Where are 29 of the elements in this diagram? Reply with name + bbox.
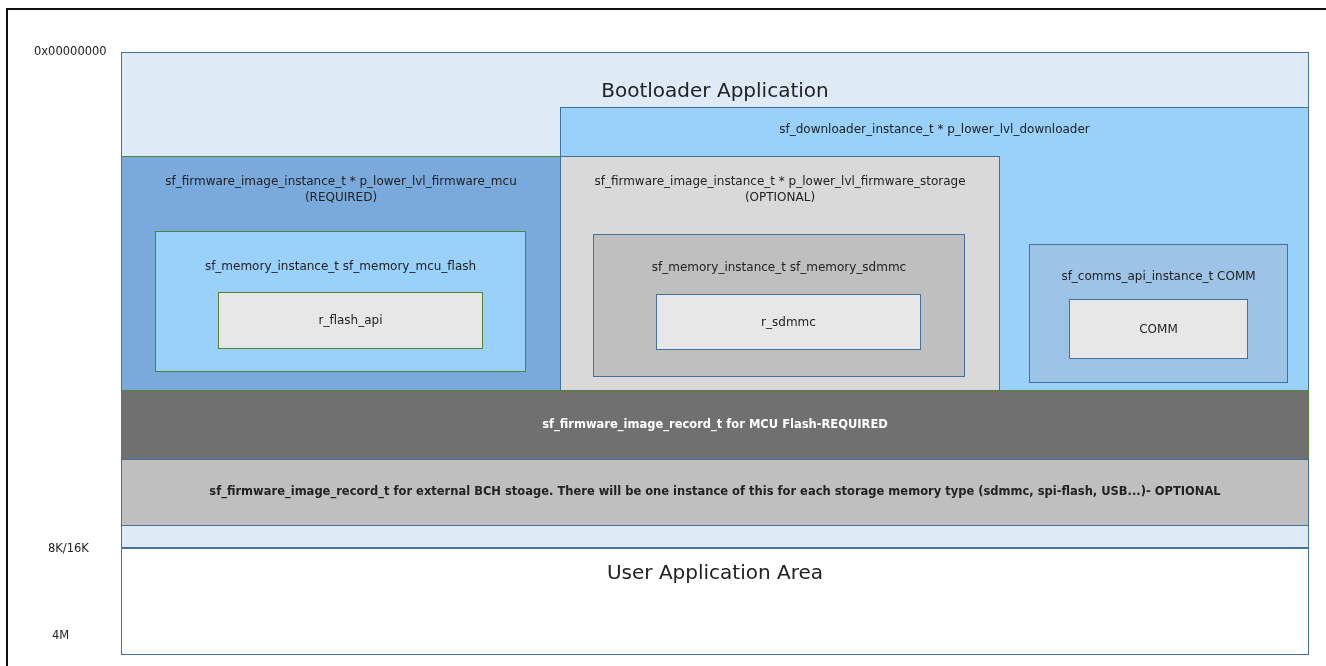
driver-box: [656, 294, 921, 350]
driver-box: [218, 292, 483, 349]
memory-region: [121, 548, 1309, 655]
box-label: COMM: [1138, 322, 1179, 338]
box-label: sf_firmware_image_record_t for MCU Flash-REQUIRED: [541, 417, 889, 432]
box-label: r_flash_api: [317, 313, 384, 329]
module-box: [1029, 244, 1288, 383]
box-label: r_sdmmc: [760, 315, 817, 331]
box-label: sf_comms_api_instance_t COMM: [1060, 269, 1257, 285]
driver-box: [1069, 299, 1248, 359]
memory-region: [121, 52, 1309, 548]
box-label: sf_firmware_image_record_t for external BCH stoage. There will be one instance of this for each storage memory type (sdmmc, spi-flash, USB...)- OPTIONAL: [208, 484, 1222, 499]
box-label: sf_downloader_instance_t * p_lower_lvl_downloader: [778, 122, 1091, 138]
module-box: [560, 156, 1000, 391]
box-label: sf_firmware_image_instance_t * p_lower_lvl_firmware_storage (OPTIONAL): [593, 174, 967, 206]
box-label: sf_firmware_image_instance_t * p_lower_lvl_firmware_mcu (REQUIRED): [164, 174, 518, 206]
address-label: 0x00000000: [34, 44, 107, 58]
module-box: [560, 107, 1309, 391]
module-box: [155, 231, 526, 372]
module-box: [121, 156, 561, 391]
address-label: 4M: [52, 628, 70, 642]
module-box: [593, 234, 965, 377]
box-label: User Application Area: [605, 559, 825, 585]
box-label: Bootloader Application: [600, 77, 830, 103]
box-label: sf_memory_instance_t sf_memory_mcu_flash: [203, 259, 478, 275]
box-label: sf_memory_instance_t sf_memory_sdmmc: [650, 260, 908, 276]
record-band: [121, 459, 1309, 526]
record-band: [121, 390, 1309, 460]
address-label: 8K/16K: [48, 541, 89, 555]
